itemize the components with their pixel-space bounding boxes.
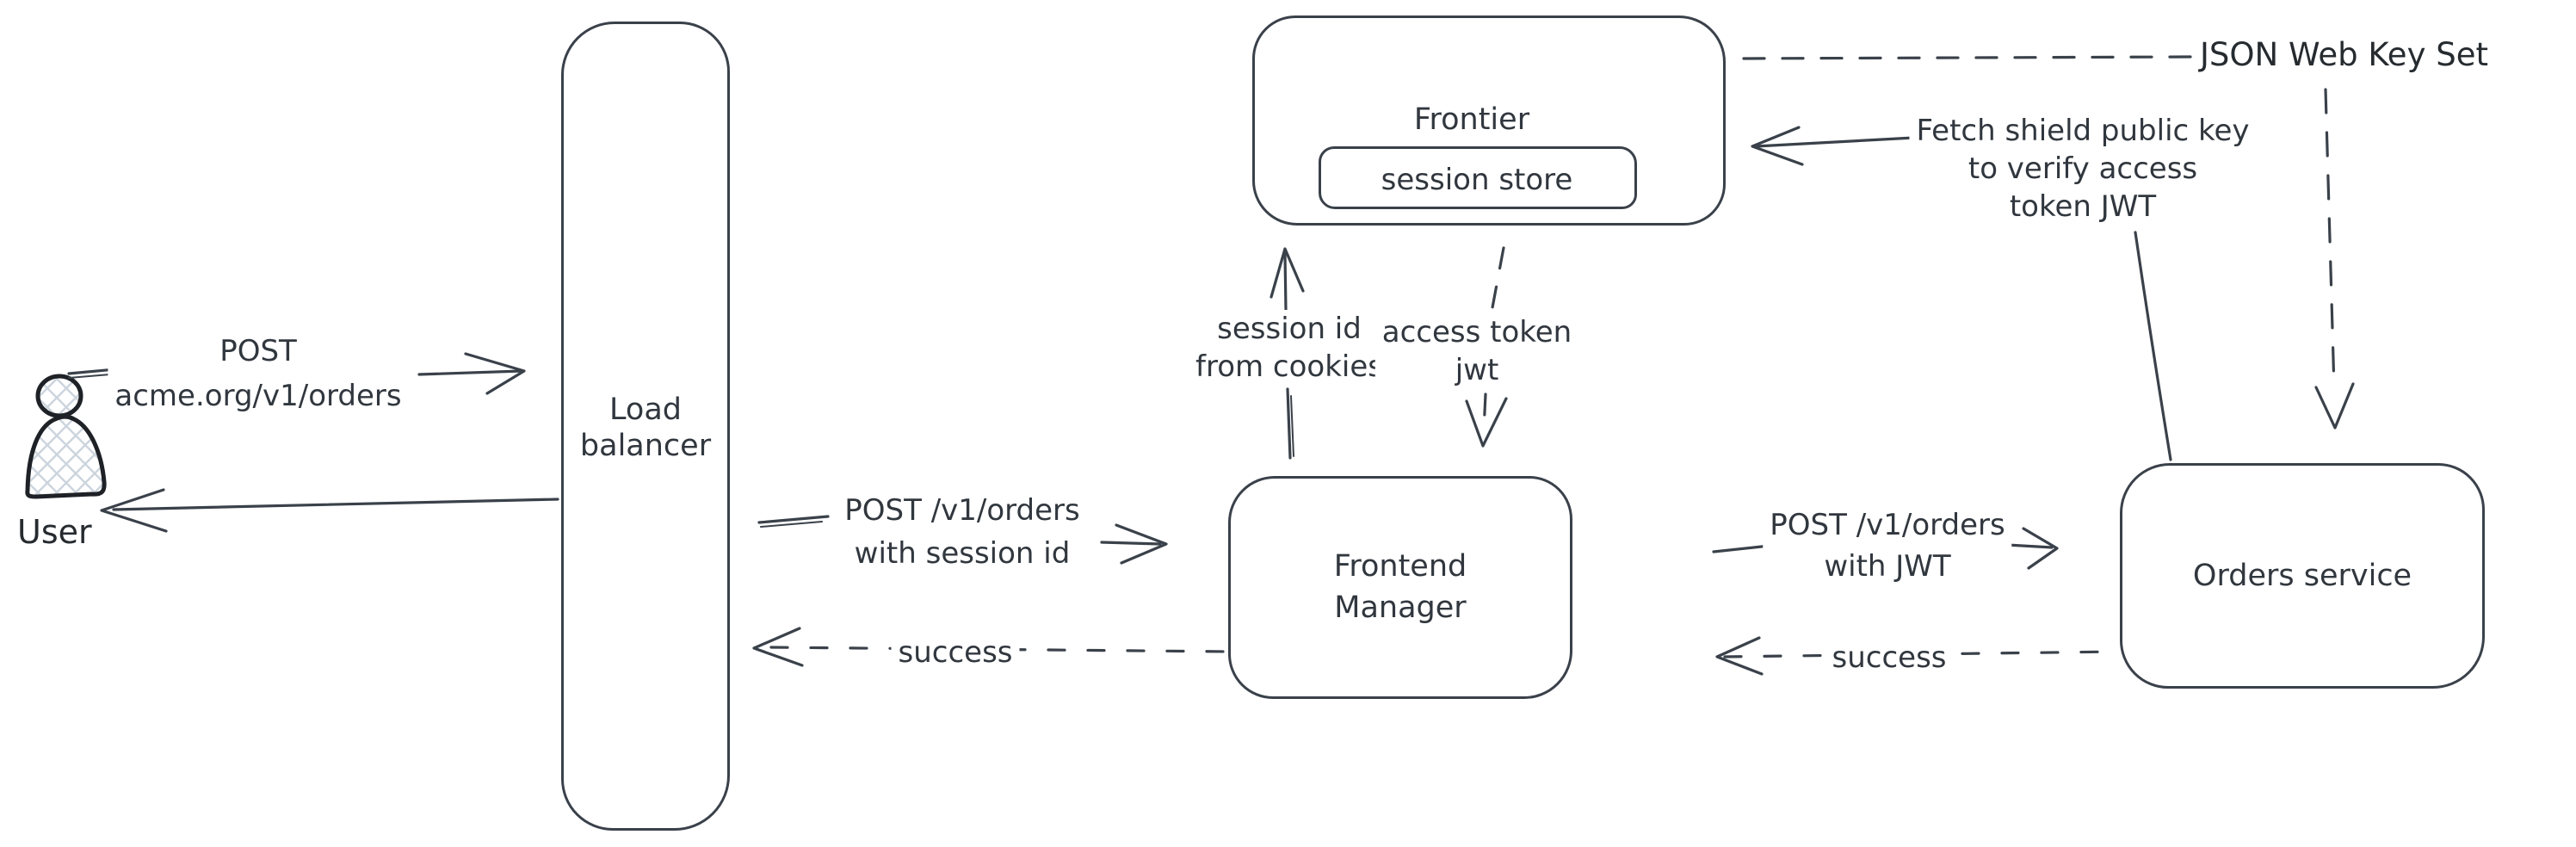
lb-to-fm-arrow[interactable] bbox=[757, 515, 1168, 565]
user-to-lb-arrow[interactable] bbox=[67, 352, 526, 395]
frontier-to-fm-label: access token jwt bbox=[1374, 313, 1579, 389]
fetch-key-label: Fetch shield public key to verify access… bbox=[1909, 112, 2257, 226]
orders-service-label: Orders service bbox=[2192, 559, 2412, 593]
frontier-label: Frontier bbox=[1413, 102, 1530, 137]
lb-to-fm-label: POST /v1/orders with session id bbox=[837, 489, 1087, 575]
session-store-box[interactable] bbox=[1319, 146, 1637, 209]
orders-service-box[interactable] bbox=[2120, 463, 2485, 689]
fm-to-orders-arrow[interactable] bbox=[1712, 527, 2059, 570]
frontend-manager-label: Frontend Manager bbox=[1333, 549, 1467, 625]
session-store-label: session store bbox=[1381, 163, 1573, 197]
fm-to-orders-label: POST /v1/orders with JWT bbox=[1763, 504, 2012, 587]
frontend-manager-box[interactable] bbox=[1228, 476, 1572, 699]
fm-to-lb-success-label: success bbox=[891, 632, 1020, 673]
fm-to-lb-success-arrow[interactable] bbox=[752, 627, 1231, 667]
user-to-lb-label: POST acme.org/v1/orders bbox=[108, 329, 409, 418]
jwks-label: JSON Web Key Set bbox=[2200, 36, 2488, 73]
lb-to-user-arrow[interactable] bbox=[100, 488, 559, 533]
user-figure[interactable] bbox=[25, 374, 107, 499]
jwks-link[interactable] bbox=[1742, 55, 2355, 430]
fm-to-frontier-arrow[interactable] bbox=[1269, 247, 1305, 460]
load-balancer-label: Load balancer bbox=[579, 393, 712, 463]
load-balancer-box[interactable] bbox=[561, 22, 730, 831]
fetch-key-arrow[interactable] bbox=[1751, 126, 2172, 461]
frontier-to-fm-arrow[interactable] bbox=[1465, 246, 1508, 448]
user-head bbox=[35, 374, 83, 418]
user-body bbox=[25, 414, 107, 499]
fm-to-frontier-label: session id from cookies bbox=[1189, 310, 1390, 386]
orders-to-fm-success-label: success bbox=[1825, 637, 1954, 678]
user-label: User bbox=[17, 513, 92, 551]
